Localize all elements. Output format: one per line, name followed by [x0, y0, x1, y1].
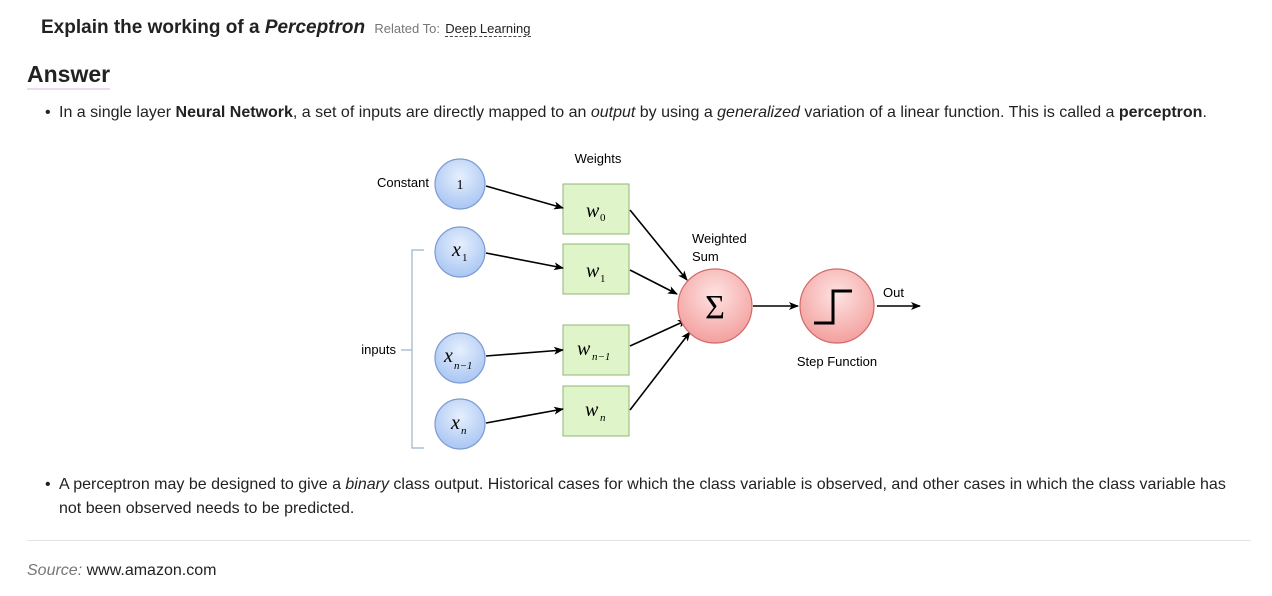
xn-subscript: n	[461, 425, 467, 437]
text-run: variation of a linear function. This is …	[799, 104, 1119, 121]
arrow-wn-sum	[629, 331, 691, 411]
source-value: www.amazon.com	[86, 562, 217, 579]
weighted-sum-label-line1: Weighted	[692, 231, 747, 246]
w1-symbol: w	[586, 260, 600, 282]
constant-label: Constant	[377, 175, 429, 190]
wn1-subscript: n−1	[592, 351, 610, 363]
input-node-constant: 1	[434, 158, 486, 210]
connection-arrows	[485, 185, 921, 424]
wn-symbol: w	[585, 399, 599, 421]
italic-term-output: output	[590, 104, 636, 121]
answer-heading: Answer	[27, 60, 111, 90]
w0-symbol: w	[586, 200, 600, 222]
text-run: class output. Historical cases for which…	[59, 476, 1226, 517]
text-run: In a single layer	[59, 104, 176, 121]
out-label: Out	[883, 285, 904, 300]
wn-subscript: n	[600, 412, 606, 424]
text-run: .	[1202, 104, 1207, 121]
weighted-sum-node: Σ	[677, 268, 753, 344]
arrow-xn-wn	[485, 406, 564, 424]
weight-box-wn-minus-1: w n−1	[562, 324, 630, 376]
text-run: by using a	[635, 104, 718, 121]
input-node-x1: x 1	[434, 226, 486, 278]
bold-term-perceptron: perceptron	[1118, 104, 1203, 121]
weights-label: Weights	[575, 151, 622, 166]
arrow-xn1-wn1	[485, 346, 564, 357]
related-label: Related To:	[374, 21, 440, 36]
x1-symbol: x	[451, 239, 461, 261]
xn1-subscript: n−1	[454, 360, 472, 372]
divider	[27, 540, 1251, 541]
arrow-w1-sum	[629, 269, 678, 295]
related-topic-link[interactable]: Deep Learning	[445, 21, 531, 37]
bullet-text: A perceptron may be designed to give a b…	[59, 473, 1235, 521]
xn-symbol: x	[450, 412, 460, 434]
italic-term-generalized: generalized	[717, 104, 800, 121]
step-function-node	[799, 268, 875, 344]
bullet-dot: •	[45, 476, 51, 493]
inputs-bracket	[401, 249, 424, 449]
perceptron-diagram: Weights Constant inputs 1 x 1 x n−1 x n …	[361, 151, 921, 450]
text-run: , a set of inputs are directly mapped to…	[292, 104, 591, 121]
weight-box-w1: w 1	[562, 243, 630, 295]
weight-box-w0: w 0	[562, 183, 630, 235]
bullet-text: In a single layer Neural Network, a set …	[59, 101, 1255, 125]
input-node-xn: x n	[434, 398, 486, 450]
wn1-symbol: w	[577, 338, 591, 360]
input-node-xn-minus-1: x n−1	[434, 332, 486, 384]
arrow-x1-w1	[485, 252, 564, 271]
w1-subscript: 1	[600, 273, 606, 285]
constant-value: 1	[457, 178, 464, 193]
question-emphasis: Perceptron	[264, 17, 366, 38]
arrow-wn1-sum	[629, 319, 688, 347]
arrow-constant-w0	[485, 185, 564, 210]
step-function-label: Step Function	[797, 354, 877, 369]
inputs-label: inputs	[361, 342, 396, 357]
question-prefix: Explain the working of a	[41, 17, 260, 38]
bullet-binary-output: • A perceptron may be designed to give a…	[45, 473, 1235, 521]
question-title: Explain the working of a Perceptron Rela…	[41, 17, 531, 39]
bullet-dot: •	[45, 104, 51, 121]
weighted-sum-label-line2: Sum	[692, 249, 719, 264]
step-function-icon	[814, 289, 852, 325]
source-line: Source: www.amazon.com	[27, 562, 216, 580]
arrow-w0-sum	[629, 209, 688, 281]
bullet-perceptron-definition: • In a single layer Neural Network, a se…	[45, 101, 1255, 125]
weight-box-wn: w n	[562, 385, 630, 437]
bold-term-neural-network: Neural Network	[175, 104, 293, 121]
sigma-symbol: Σ	[705, 289, 725, 326]
xn1-symbol: x	[443, 345, 453, 367]
source-label: Source:	[27, 562, 83, 579]
x1-subscript: 1	[462, 252, 468, 264]
w0-subscript: 0	[600, 212, 606, 224]
italic-term-binary: binary	[345, 476, 389, 493]
text-run: A perceptron may be designed to give a	[59, 476, 346, 493]
